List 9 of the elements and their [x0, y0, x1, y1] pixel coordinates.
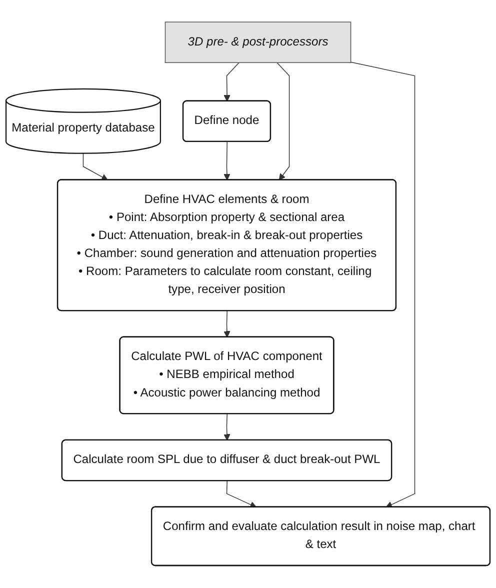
arrow — [276, 62, 290, 181]
arrow — [226, 480, 257, 508]
arrow — [224, 310, 230, 338]
arrow — [224, 62, 240, 102]
arrow — [224, 142, 230, 181]
arrow — [350, 62, 416, 508]
arrow — [82, 153, 108, 181]
node-box: 3D pre- & post-processors — [164, 22, 352, 64]
arrow — [224, 414, 230, 441]
